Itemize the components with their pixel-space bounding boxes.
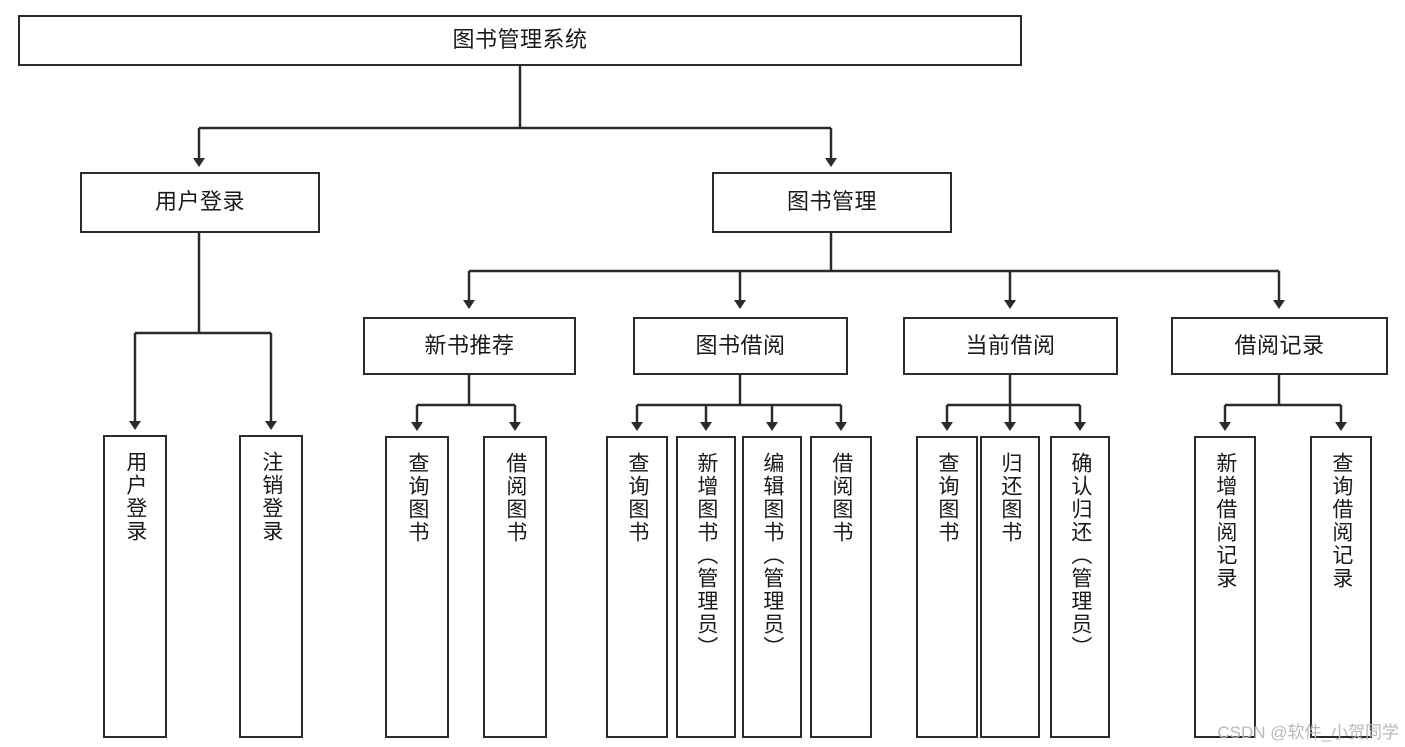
node-leaf-add-record-label: 新增借阅记录	[1213, 452, 1237, 590]
node-leaf-query-book-3-label: 查询图书	[935, 452, 959, 544]
node-leaf-query-record[interactable]: 查询借阅记录	[1310, 436, 1372, 738]
node-leaf-borrow-book-1-label: 借阅图书	[503, 452, 527, 544]
node-leaf-borrow-book-1[interactable]: 借阅图书	[483, 436, 547, 738]
node-leaf-borrow-book-2[interactable]: 借阅图书	[810, 436, 872, 738]
node-borrow-record[interactable]: 借阅记录	[1171, 317, 1388, 375]
node-leaf-query-book-1-label: 查询图书	[405, 452, 429, 544]
node-leaf-edit-book[interactable]: 编辑图书（管理员）	[742, 436, 802, 738]
node-book-management-label: 图书管理	[786, 189, 877, 215]
node-leaf-return-book-label: 归还图书	[998, 452, 1022, 544]
node-user-login[interactable]: 用户登录	[80, 172, 320, 233]
node-book-management[interactable]: 图书管理	[712, 172, 952, 233]
node-leaf-query-book-2[interactable]: 查询图书	[606, 436, 668, 738]
node-leaf-edit-book-label: 编辑图书（管理员）	[760, 452, 784, 659]
node-leaf-confirm-return-label: 确认归还（管理员）	[1068, 452, 1092, 659]
node-leaf-query-book-1[interactable]: 查询图书	[385, 436, 449, 738]
node-new-book-recommend-label: 新书推荐	[424, 332, 515, 358]
node-leaf-user-login[interactable]: 用户登录	[103, 435, 167, 738]
node-leaf-query-book-3[interactable]: 查询图书	[916, 436, 978, 738]
node-leaf-confirm-return[interactable]: 确认归还（管理员）	[1050, 436, 1110, 738]
node-root-label: 图书管理系统	[452, 27, 588, 53]
node-leaf-borrow-book-2-label: 借阅图书	[829, 452, 853, 544]
node-leaf-query-book-2-label: 查询图书	[625, 452, 649, 544]
node-current-borrow-label: 当前借阅	[965, 332, 1056, 358]
node-book-borrow-label: 图书借阅	[695, 332, 786, 358]
node-leaf-user-login-label: 用户登录	[123, 451, 147, 543]
node-leaf-add-book-label: 新增图书（管理员）	[694, 452, 718, 659]
node-leaf-add-book[interactable]: 新增图书（管理员）	[676, 436, 736, 738]
node-borrow-record-label: 借阅记录	[1234, 332, 1325, 358]
node-leaf-return-book[interactable]: 归还图书	[980, 436, 1040, 738]
node-current-borrow[interactable]: 当前借阅	[903, 317, 1118, 375]
node-book-borrow[interactable]: 图书借阅	[633, 317, 848, 375]
node-leaf-query-record-label: 查询借阅记录	[1329, 452, 1353, 590]
node-leaf-logout-login-label: 注销登录	[259, 451, 283, 543]
node-leaf-add-record[interactable]: 新增借阅记录	[1194, 436, 1256, 738]
node-leaf-logout-login[interactable]: 注销登录	[239, 435, 303, 738]
node-new-book-recommend[interactable]: 新书推荐	[363, 317, 576, 375]
node-root[interactable]: 图书管理系统	[18, 15, 1022, 66]
node-user-login-label: 用户登录	[154, 189, 245, 215]
